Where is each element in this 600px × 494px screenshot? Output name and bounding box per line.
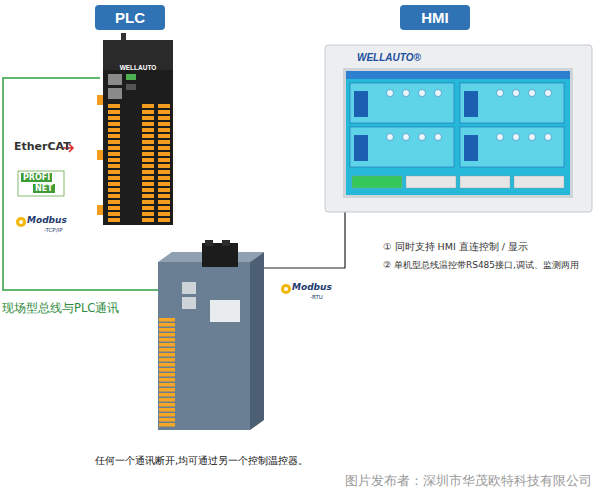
protocol-logo: -TCP/IP bbox=[44, 227, 62, 233]
badge-title: HMI bbox=[400, 5, 470, 30]
hmi-illustration bbox=[325, 45, 592, 212]
brand-text: WELLAUTO bbox=[103, 64, 173, 71]
caption: 任何一个通讯断开,均可通过另一个控制温控器。 bbox=[95, 455, 308, 467]
watermark: 图片发布者：深圳市华茂欧特科技有限公司 bbox=[345, 474, 592, 488]
protocol-logo: Modbus bbox=[292, 282, 332, 292]
hmi-panel: HMI WELLAUTO® bbox=[325, 5, 593, 213]
note-text: ① 同时支持 HMI 直连控制 / 显示 bbox=[383, 242, 528, 253]
module-illustration bbox=[158, 240, 264, 430]
protocol-logo: -RTU bbox=[310, 294, 323, 300]
badge-title: PLC bbox=[95, 5, 165, 30]
protocol-logo: EtherCAT bbox=[14, 141, 71, 154]
protocol-logo: NET bbox=[33, 184, 55, 193]
plc-illustration bbox=[97, 33, 173, 225]
brand-text: WELLAUTO® bbox=[357, 52, 421, 64]
bus-label: 现场型总线与PLC通讯 bbox=[2, 302, 119, 315]
plc-device: PLC WELLAUTO bbox=[95, 5, 177, 227]
protocol-logo: PROFI bbox=[21, 173, 52, 182]
protocol-logo: Modbus bbox=[27, 215, 67, 225]
note-text: ② 单机型总线温控带RS485接口,调试、监测两用 bbox=[383, 260, 579, 270]
rs485-wire bbox=[262, 212, 345, 268]
